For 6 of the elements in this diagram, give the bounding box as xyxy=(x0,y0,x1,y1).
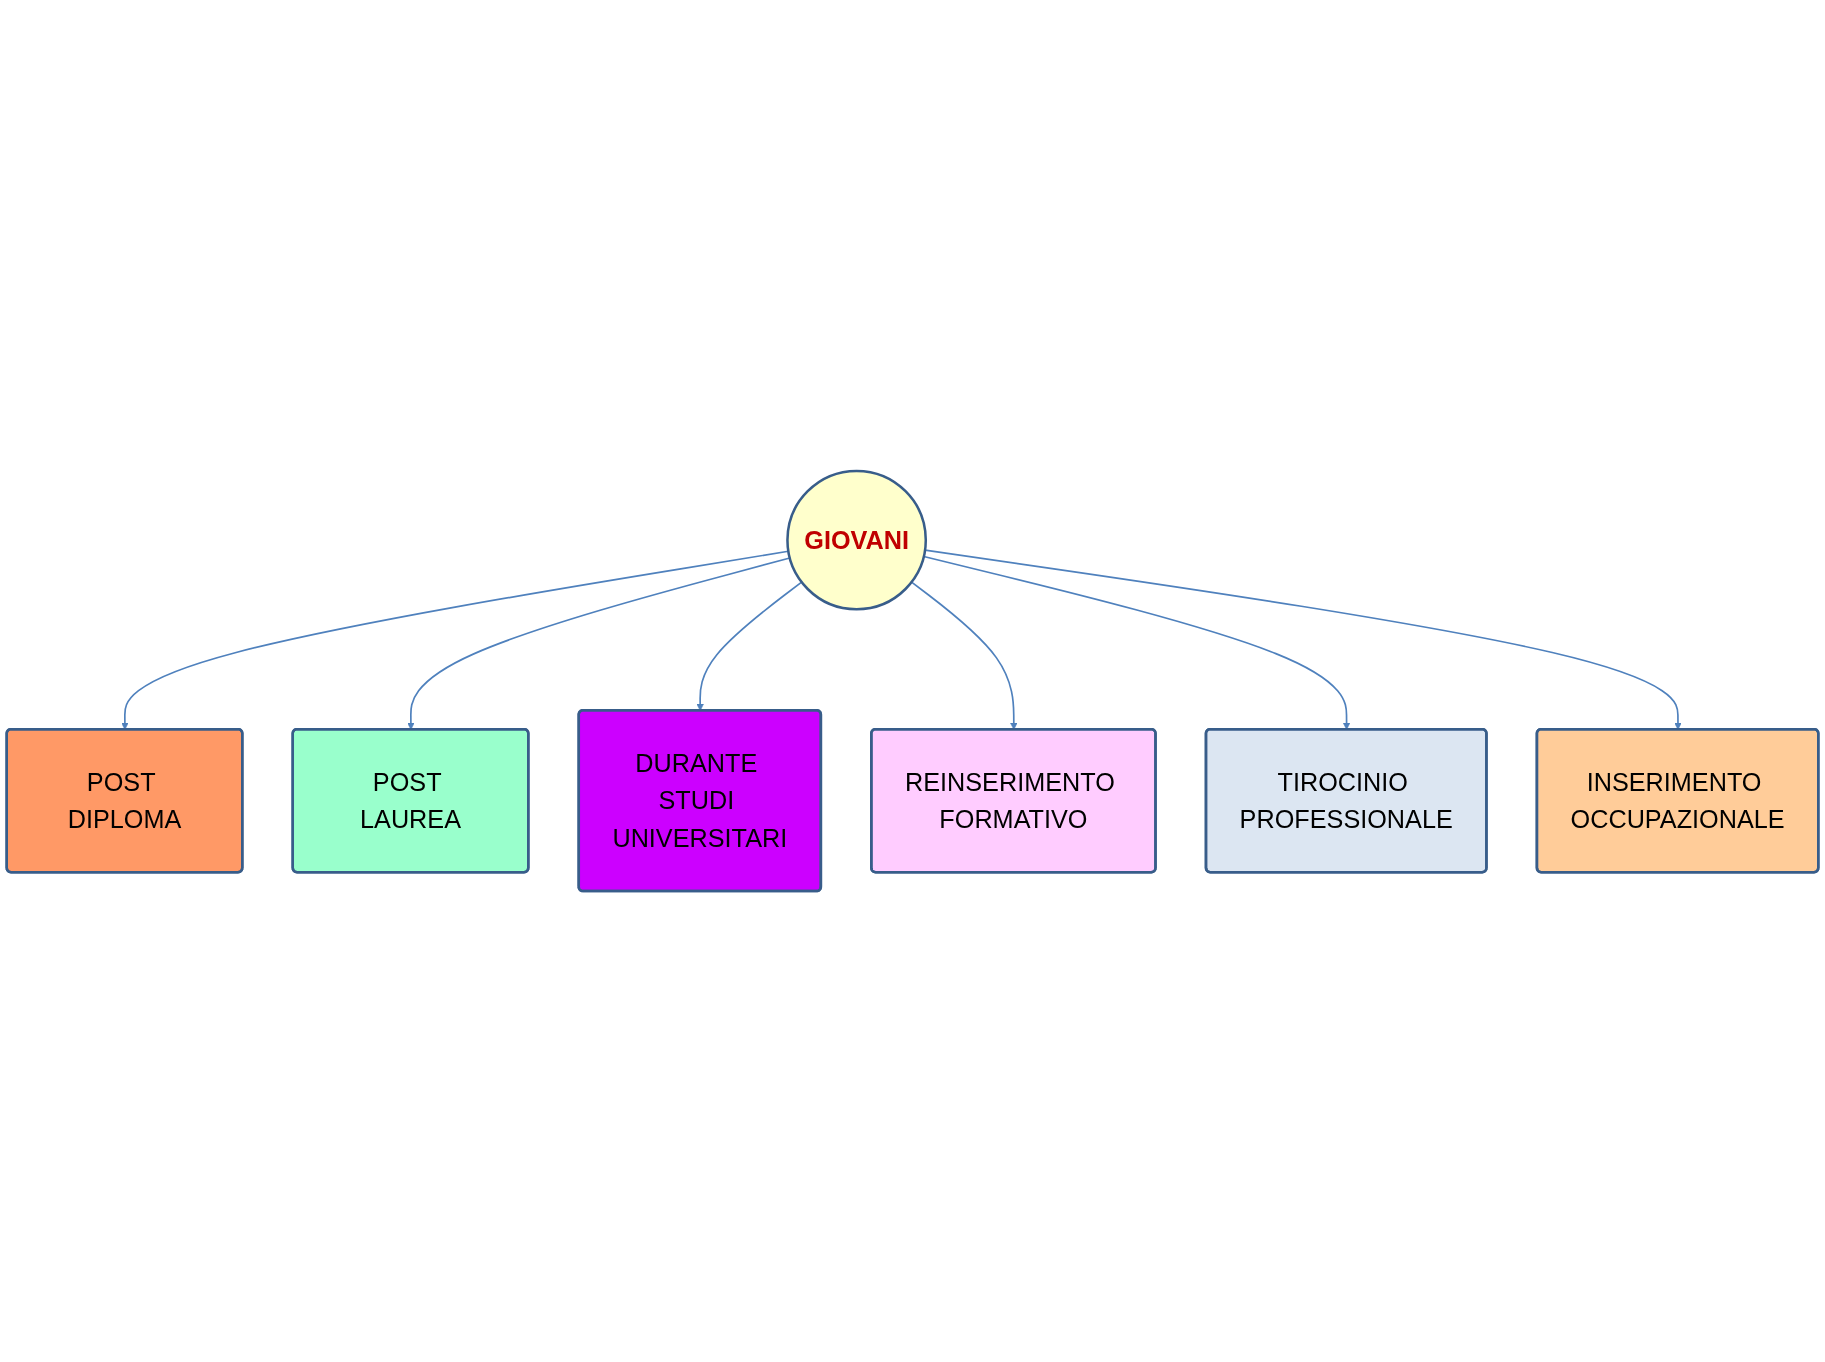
arrow xyxy=(696,581,803,711)
arrow xyxy=(407,557,791,730)
arrow xyxy=(910,581,1018,730)
node-circle: GIOVANI xyxy=(786,469,928,611)
arrow xyxy=(121,550,790,730)
arrow xyxy=(924,549,1682,730)
